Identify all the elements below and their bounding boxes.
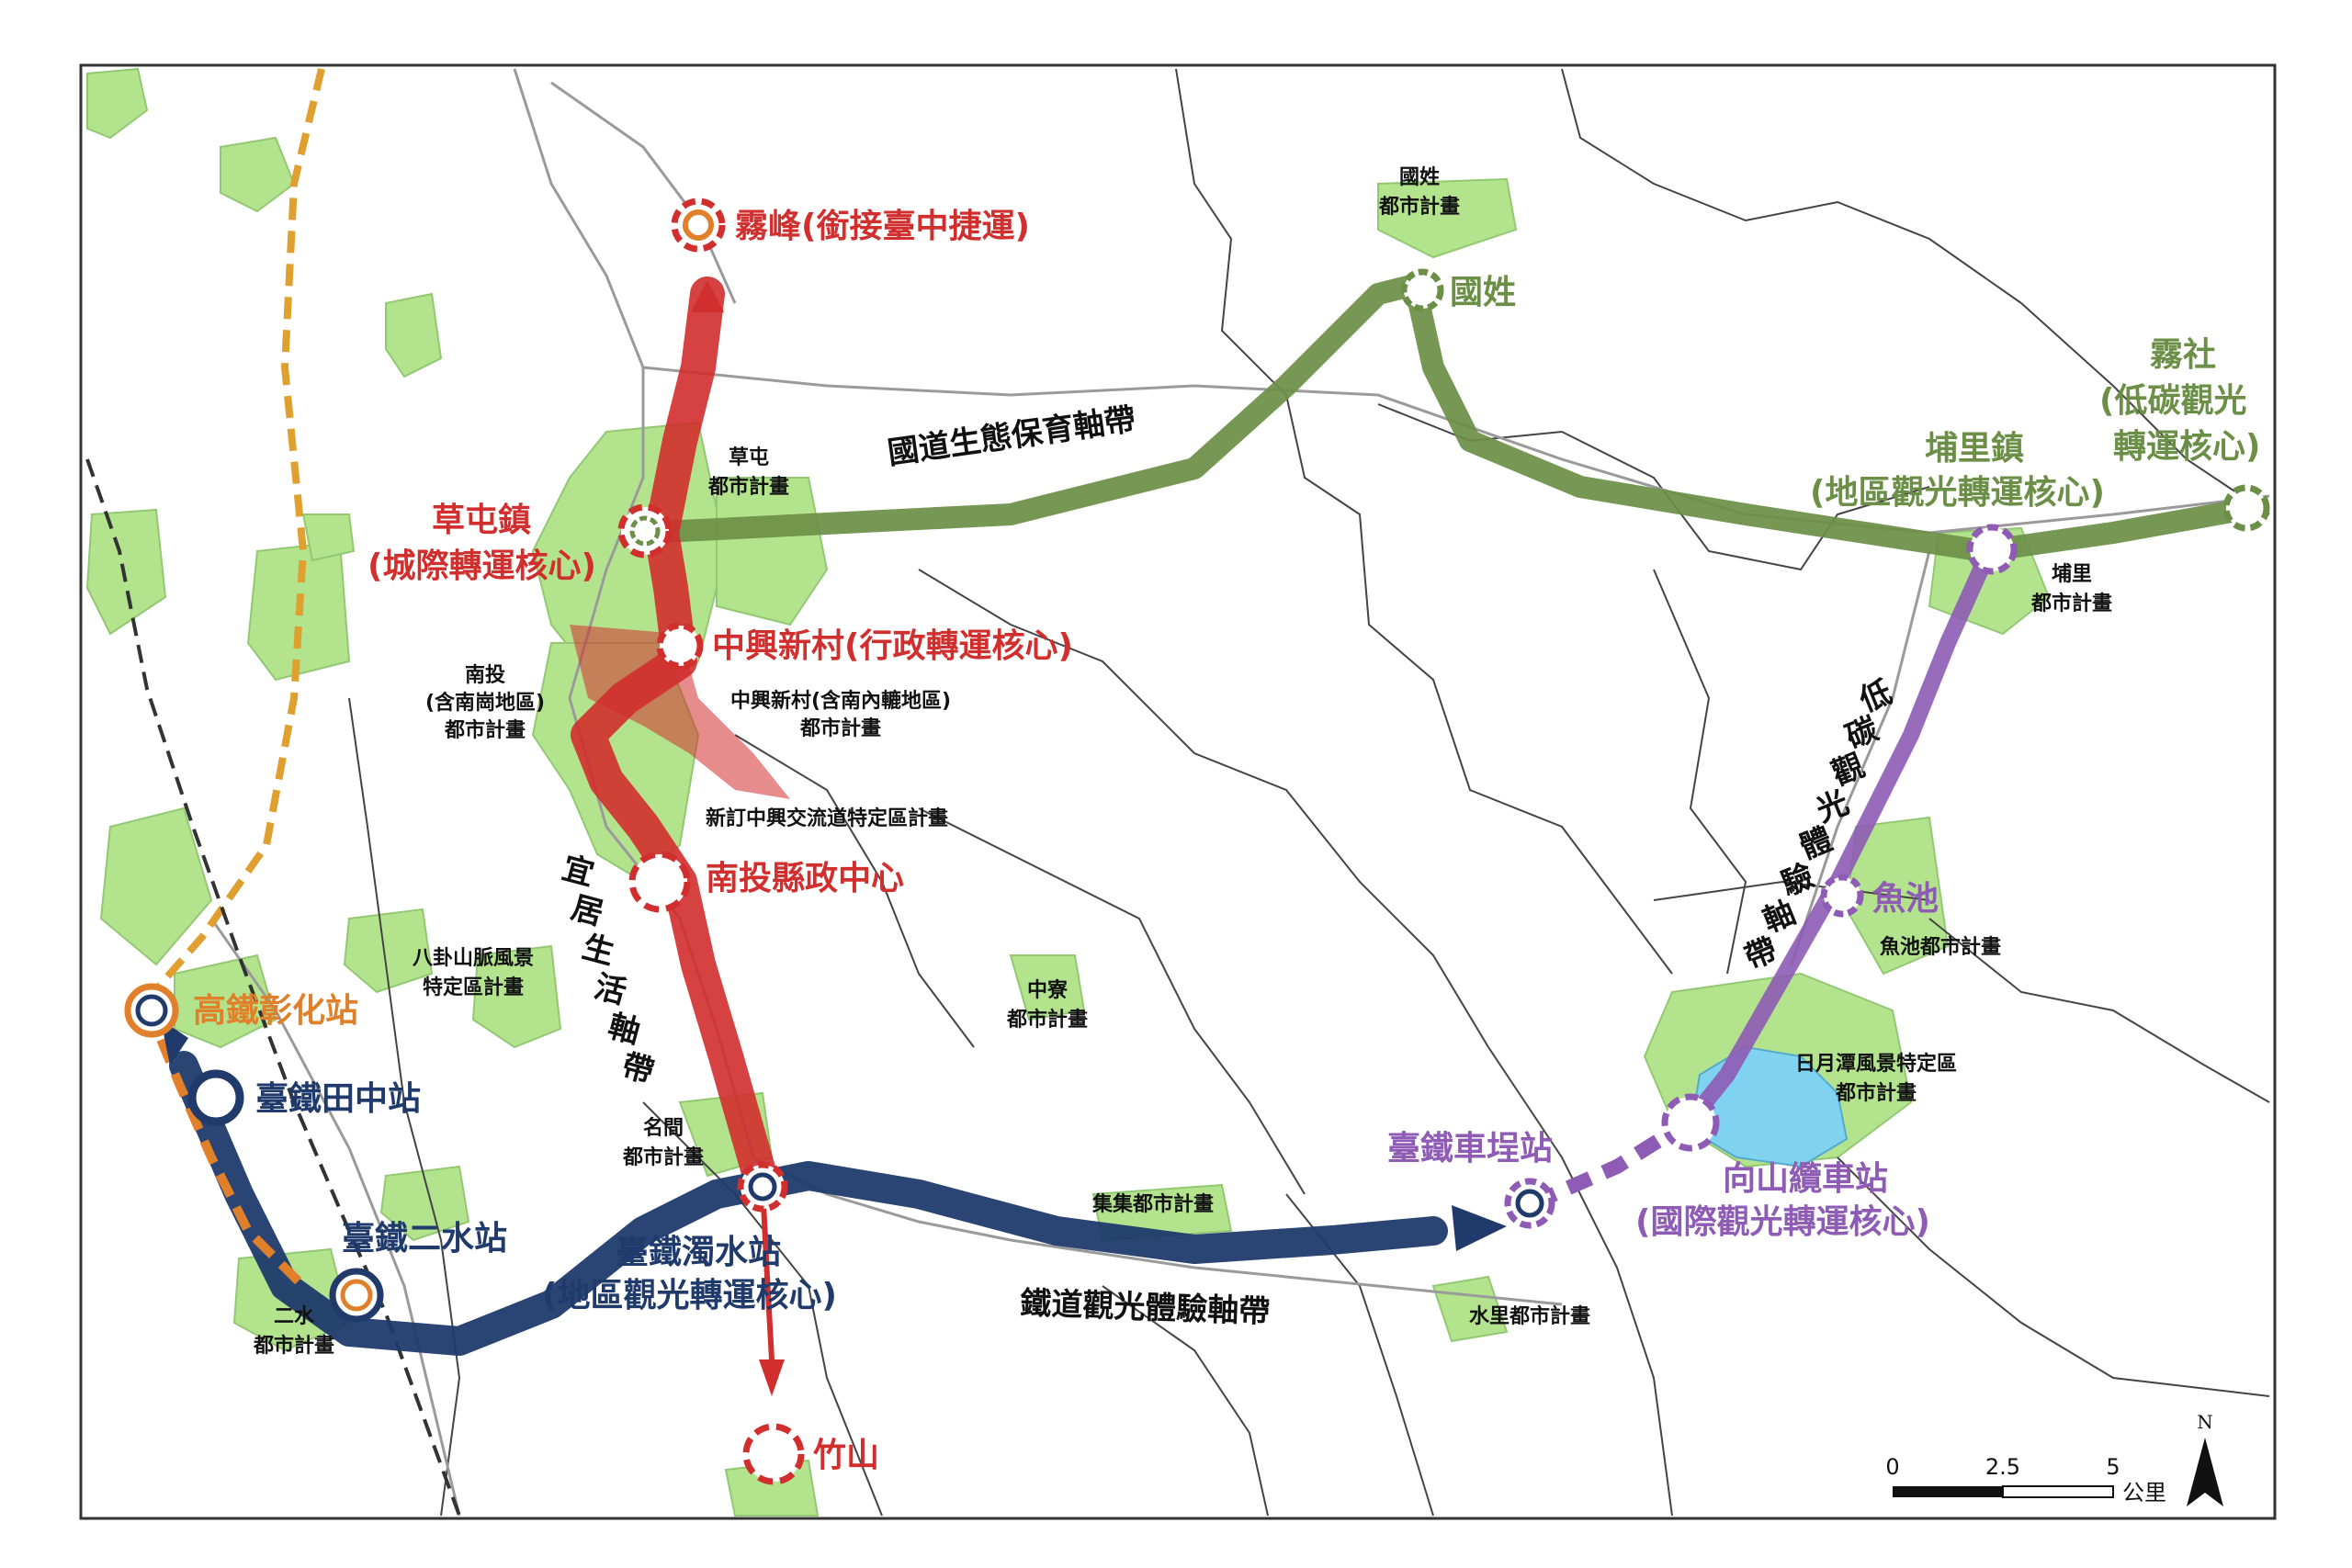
label-railway-corridor: 鐵道觀光體驗軸帶 xyxy=(1020,1285,1271,1330)
zhongxing-area xyxy=(570,625,790,799)
scale-unit: 公里 xyxy=(2122,1480,2166,1506)
scale-tick-0: 0 xyxy=(1885,1454,1899,1480)
plan-zhongliao-2: 都市計畫 xyxy=(1006,1008,1088,1032)
living-corridor xyxy=(571,276,780,1202)
plan-guoxing-1: 國姓 xyxy=(1399,165,1440,189)
station-labels: 霧峰(銜接臺中捷運) 草屯鎮 (城際轉運核心) 中興新村(行政轉運核心) 南投縣… xyxy=(193,208,2260,1474)
label-ershui: 臺鐵二水站 xyxy=(342,1220,507,1258)
label-county-gov: 南投縣政中心 xyxy=(706,860,904,897)
plan-bagua-1: 八卦山脈風景 xyxy=(413,947,534,970)
label-puli-1: 埔里鎮 xyxy=(1925,430,2024,468)
plan-nantou-3: 都市計畫 xyxy=(444,718,526,742)
plan-interchange: 新訂中興交流道特定區計畫 xyxy=(706,807,948,830)
scale-tick-2: 5 xyxy=(2106,1454,2120,1480)
label-yuchi: 魚池 xyxy=(1872,880,1939,918)
label-zhuoshui-1: 臺鐵濁水站 xyxy=(616,1234,781,1271)
label-zhongxing: 中興新村(行政轉運核心) xyxy=(712,627,1073,665)
label-wufeng: 霧峰(銜接臺中捷運) xyxy=(735,208,1030,245)
label-tianzhong: 臺鐵田中站 xyxy=(255,1080,421,1118)
scale-bar: 0 2.5 5 公里 xyxy=(1885,1454,2166,1506)
arrow-to-wufeng xyxy=(691,280,724,312)
plan-mingjian-2: 都市計畫 xyxy=(622,1145,704,1169)
label-zhushan: 竹山 xyxy=(813,1437,879,1474)
plan-puli-1: 埔里 xyxy=(2052,562,2092,586)
guoxing-marker xyxy=(1400,268,1444,312)
zhushan-marker xyxy=(742,1423,805,1485)
arrow-to-checheng xyxy=(1452,1205,1507,1251)
plan-mingjian-1: 名間 xyxy=(643,1116,684,1140)
label-wushe-2: (低碳觀光 xyxy=(2099,382,2246,420)
plan-caotun-2: 都市計畫 xyxy=(707,475,789,499)
label-caotun-1: 草屯鎮 xyxy=(432,502,531,539)
label-hsr: 高鐵彰化站 xyxy=(193,992,358,1030)
plan-zhongxing-1: 中興新村(含南內轆地區) xyxy=(730,689,951,713)
plan-ershui-1: 二水 xyxy=(274,1305,315,1328)
county-gov-marker xyxy=(628,851,691,913)
railway-dark xyxy=(85,458,461,1517)
railway-corridor xyxy=(169,1051,1448,1356)
plan-sunmoon-2: 都市計畫 xyxy=(1835,1081,1917,1105)
plan-caotun-1: 草屯 xyxy=(729,446,769,469)
plan-zhongliao-1: 中寮 xyxy=(1027,978,1069,1002)
railway-orange xyxy=(134,68,325,1013)
label-zhuoshui-2: (地區觀光轉運核心) xyxy=(542,1277,837,1314)
plan-zhongxing-2: 都市計畫 xyxy=(799,716,881,740)
zhongxing-marker xyxy=(656,622,704,670)
xiangshan-marker xyxy=(1661,1093,1720,1152)
label-puli-2: (地區觀光轉運核心) xyxy=(1810,474,2105,512)
plan-bagua-2: 特定區計畫 xyxy=(423,976,524,999)
plan-labels: 國姓 都市計畫 草屯 都市計畫 南投 (含南崗地區) 都市計畫 中興新村(含南內… xyxy=(253,165,2112,1358)
arrow-line-zhushan xyxy=(760,1184,775,1360)
north-label: N xyxy=(2197,1411,2213,1433)
ecology-corridor xyxy=(634,274,2253,562)
label-caotun-2: (城際轉運核心) xyxy=(368,547,596,585)
label-checheng: 臺鐵車埕站 xyxy=(1387,1130,1553,1168)
north-arrow-icon: N xyxy=(2187,1411,2223,1506)
label-wushe-3: 轉運核心) xyxy=(2113,428,2260,466)
station-markers xyxy=(124,197,2270,1485)
label-xiangshan-1: 向山纜車站 xyxy=(1723,1160,1888,1198)
arrow-to-zhushan xyxy=(759,1359,785,1396)
wushe-marker xyxy=(2222,484,2270,532)
label-wushe-1: 霧社 xyxy=(2150,336,2216,374)
tianzhong-marker xyxy=(187,1069,244,1126)
plan-yuchi: 魚池都市計畫 xyxy=(1880,935,2001,959)
lowcarbon-dashed xyxy=(1540,1114,1695,1206)
puli-marker xyxy=(1966,524,2018,575)
plan-nantou-2: (含南崗地區) xyxy=(425,691,545,715)
scale-tick-1: 2.5 xyxy=(1985,1454,2020,1480)
yuchi-marker xyxy=(1820,874,1864,918)
plan-puli-2: 都市計畫 xyxy=(2030,592,2112,615)
plan-sunmoon-1: 日月潭風景特定區 xyxy=(1795,1052,1957,1076)
plan-jiji: 集集都市計畫 xyxy=(1091,1192,1214,1216)
label-xiangshan-2: (國際觀光轉運核心) xyxy=(1635,1203,1930,1241)
plan-guoxing-2: 都市計畫 xyxy=(1378,195,1460,219)
label-guoxing: 國姓 xyxy=(1450,274,1516,311)
plan-nantou-1: 南投 xyxy=(465,664,505,687)
plan-ershui-2: 都市計畫 xyxy=(253,1334,334,1358)
plan-shuili: 水里都市計畫 xyxy=(1469,1304,1590,1328)
